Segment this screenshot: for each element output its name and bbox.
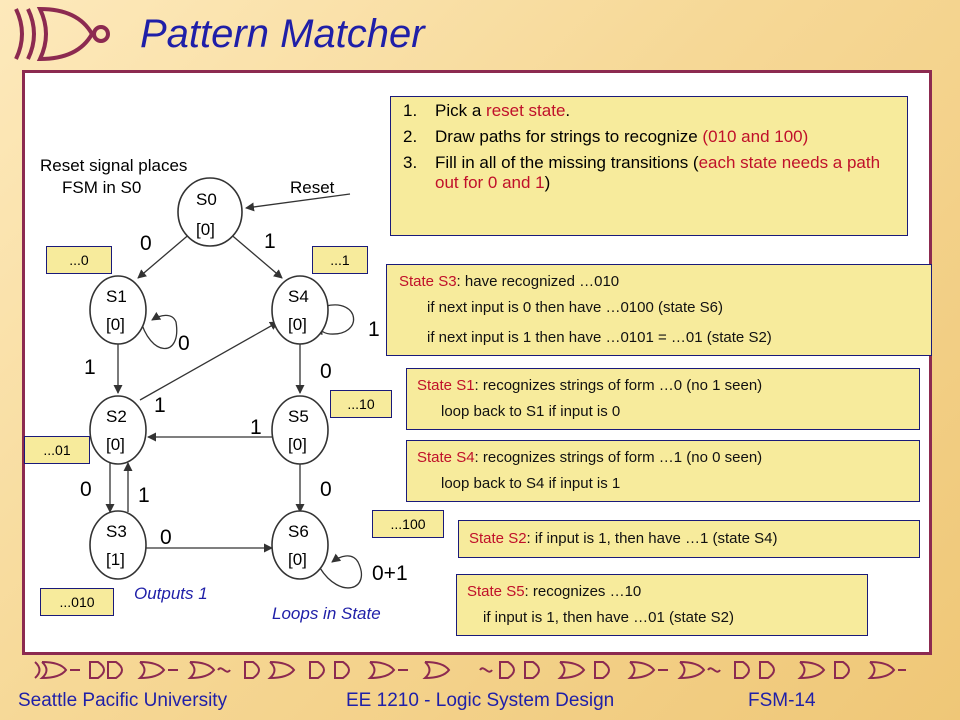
state-name-s1: S1	[106, 287, 127, 306]
state-output-s5: [0]	[288, 435, 307, 454]
suffix-tag-s4: ...1	[312, 246, 368, 274]
edge-label-s3-s2: 1	[138, 484, 150, 507]
edge-label-s4-loop: 1	[368, 318, 380, 341]
reset-note-line1: Reset signal places	[40, 156, 188, 175]
step-highlight: (010 and 100)	[702, 127, 809, 146]
note-heading: : if input is 1, then have …1 (state S4)	[526, 530, 778, 547]
step-text: Pick a	[435, 101, 487, 120]
reset-label: Reset	[290, 178, 335, 197]
state-name-s5: S5	[288, 407, 309, 426]
suffix-tag-s2: ...01	[24, 436, 90, 464]
note-s4: State S4: recognizes strings of form …1 …	[406, 440, 920, 502]
state-node-s5	[271, 395, 329, 465]
reset-arrow	[245, 193, 351, 212]
step-text: Fill in all of the missing transitions (	[435, 153, 699, 172]
note-line: if next input is 0 then have …0100 (stat…	[427, 299, 724, 316]
instruction-list: 1. Pick a reset state. 2. Draw paths for s…	[391, 97, 907, 193]
note-s3: State S3: have recognized …010 if next i…	[386, 264, 932, 356]
instruction-step: 1. Pick a reset state.	[391, 101, 907, 121]
state-output-s0: [0]	[196, 220, 215, 239]
state-name-s0: S0	[196, 190, 217, 209]
edge-label-s2-s3: 0	[80, 478, 92, 501]
state-name-s4: S4	[288, 287, 309, 306]
suffix-tag-s6: ...100	[372, 510, 444, 538]
edge-label-s0-s4: 1	[264, 230, 276, 253]
state-node-s3	[89, 510, 147, 580]
step-text: Draw paths for strings to recognize	[435, 127, 703, 146]
note-line: if next input is 1 then have …0101 = …01…	[427, 329, 772, 346]
edge-s2-s4	[139, 321, 279, 401]
slide-title: Pattern Matcher	[140, 12, 425, 56]
note-heading: : recognizes strings of form …0 (no 1 se…	[474, 377, 763, 394]
step-number: 1.	[403, 101, 418, 120]
state-output-s3: [1]	[106, 550, 125, 569]
note-s5: State S5: recognizes …10 if input is 1, …	[456, 574, 868, 636]
suffix-tag-s5: ...10	[330, 390, 392, 418]
note-heading: : recognizes strings of form …1 (no 0 se…	[474, 449, 763, 466]
edge-label-s3-s6: 0	[160, 526, 172, 549]
reset-note-line2: FSM in S0	[62, 178, 142, 197]
edge-label-s5-s2: 1	[250, 416, 262, 439]
footer-course: EE 1210 - Logic System Design	[346, 690, 615, 711]
state-output-s6: [0]	[288, 550, 307, 569]
step-text: )	[544, 173, 551, 192]
edge-s6-loop	[319, 553, 363, 589]
state-output-s4: [0]	[288, 315, 307, 334]
edge-s0-s1	[137, 231, 193, 279]
note-heading: : have recognized …010	[456, 273, 620, 290]
edge-label-s0-s1: 0	[140, 232, 152, 255]
state-output-s1: [0]	[106, 315, 125, 334]
edge-label-s5-s6: 0	[320, 478, 332, 501]
state-node-s6	[271, 510, 329, 580]
loops-note: Loops in State	[272, 604, 381, 623]
state-name-s3: S3	[106, 522, 127, 541]
note-s2: State S2: if input is 1, then have …1 (s…	[458, 520, 920, 558]
instruction-step: 3. Fill in all of the missing transitions…	[391, 153, 907, 193]
suffix-tag-s1: ...0	[46, 246, 112, 274]
note-state-name: State S1	[417, 377, 475, 394]
edge-label-s6-loop: 0+1	[372, 562, 408, 585]
edge-label-s1-loop: 0	[178, 332, 190, 355]
instruction-box: 1. Pick a reset state. 2. Draw paths for s…	[390, 96, 908, 236]
edge-s1-loop	[139, 311, 178, 350]
state-node-s0	[177, 177, 243, 247]
step-highlight: reset state	[486, 101, 566, 120]
step-text: .	[565, 101, 571, 120]
note-state-name: State S2	[469, 530, 527, 547]
state-output-s2: [0]	[106, 435, 125, 454]
state-node-s4	[271, 275, 329, 345]
note-s1: State S1: recognizes strings of form …0 …	[406, 368, 920, 430]
step-number: 3.	[403, 153, 418, 172]
footer-university: Seattle Pacific University	[18, 690, 228, 711]
suffix-tag-s3: ...010	[40, 588, 114, 616]
step-number: 2.	[403, 127, 418, 146]
edge-s0-s4	[227, 231, 283, 279]
edge-label-s2-s4: 1	[154, 394, 166, 417]
instruction-step: 2. Draw paths for strings to recognize (0…	[391, 127, 907, 147]
edge-label-s1-s2: 1	[84, 356, 96, 379]
note-state-name: State S3	[399, 273, 457, 290]
logic-gate-logo-icon	[14, 6, 110, 62]
state-node-s2	[89, 395, 147, 465]
state-name-s2: S2	[106, 407, 127, 426]
step-highlight: each state needs a path out for 0 and 1	[435, 153, 881, 192]
note-state-name: State S5	[467, 583, 525, 600]
note-line: if input is 1, then have …01 (state S2)	[483, 609, 734, 626]
footer-slide-number: FSM-14	[748, 690, 816, 711]
state-node-s1	[89, 275, 147, 345]
note-line: loop back to S4 if input is 1	[441, 475, 621, 492]
edge-label-s4-s5: 0	[320, 360, 332, 383]
state-name-s6: S6	[288, 522, 309, 541]
note-heading: : recognizes …10	[524, 583, 642, 600]
note-line: loop back to S1 if input is 0	[441, 403, 621, 420]
outputs-note: Outputs 1	[134, 584, 208, 603]
note-state-name: State S4	[417, 449, 475, 466]
circuit-border-decoration	[34, 661, 906, 680]
